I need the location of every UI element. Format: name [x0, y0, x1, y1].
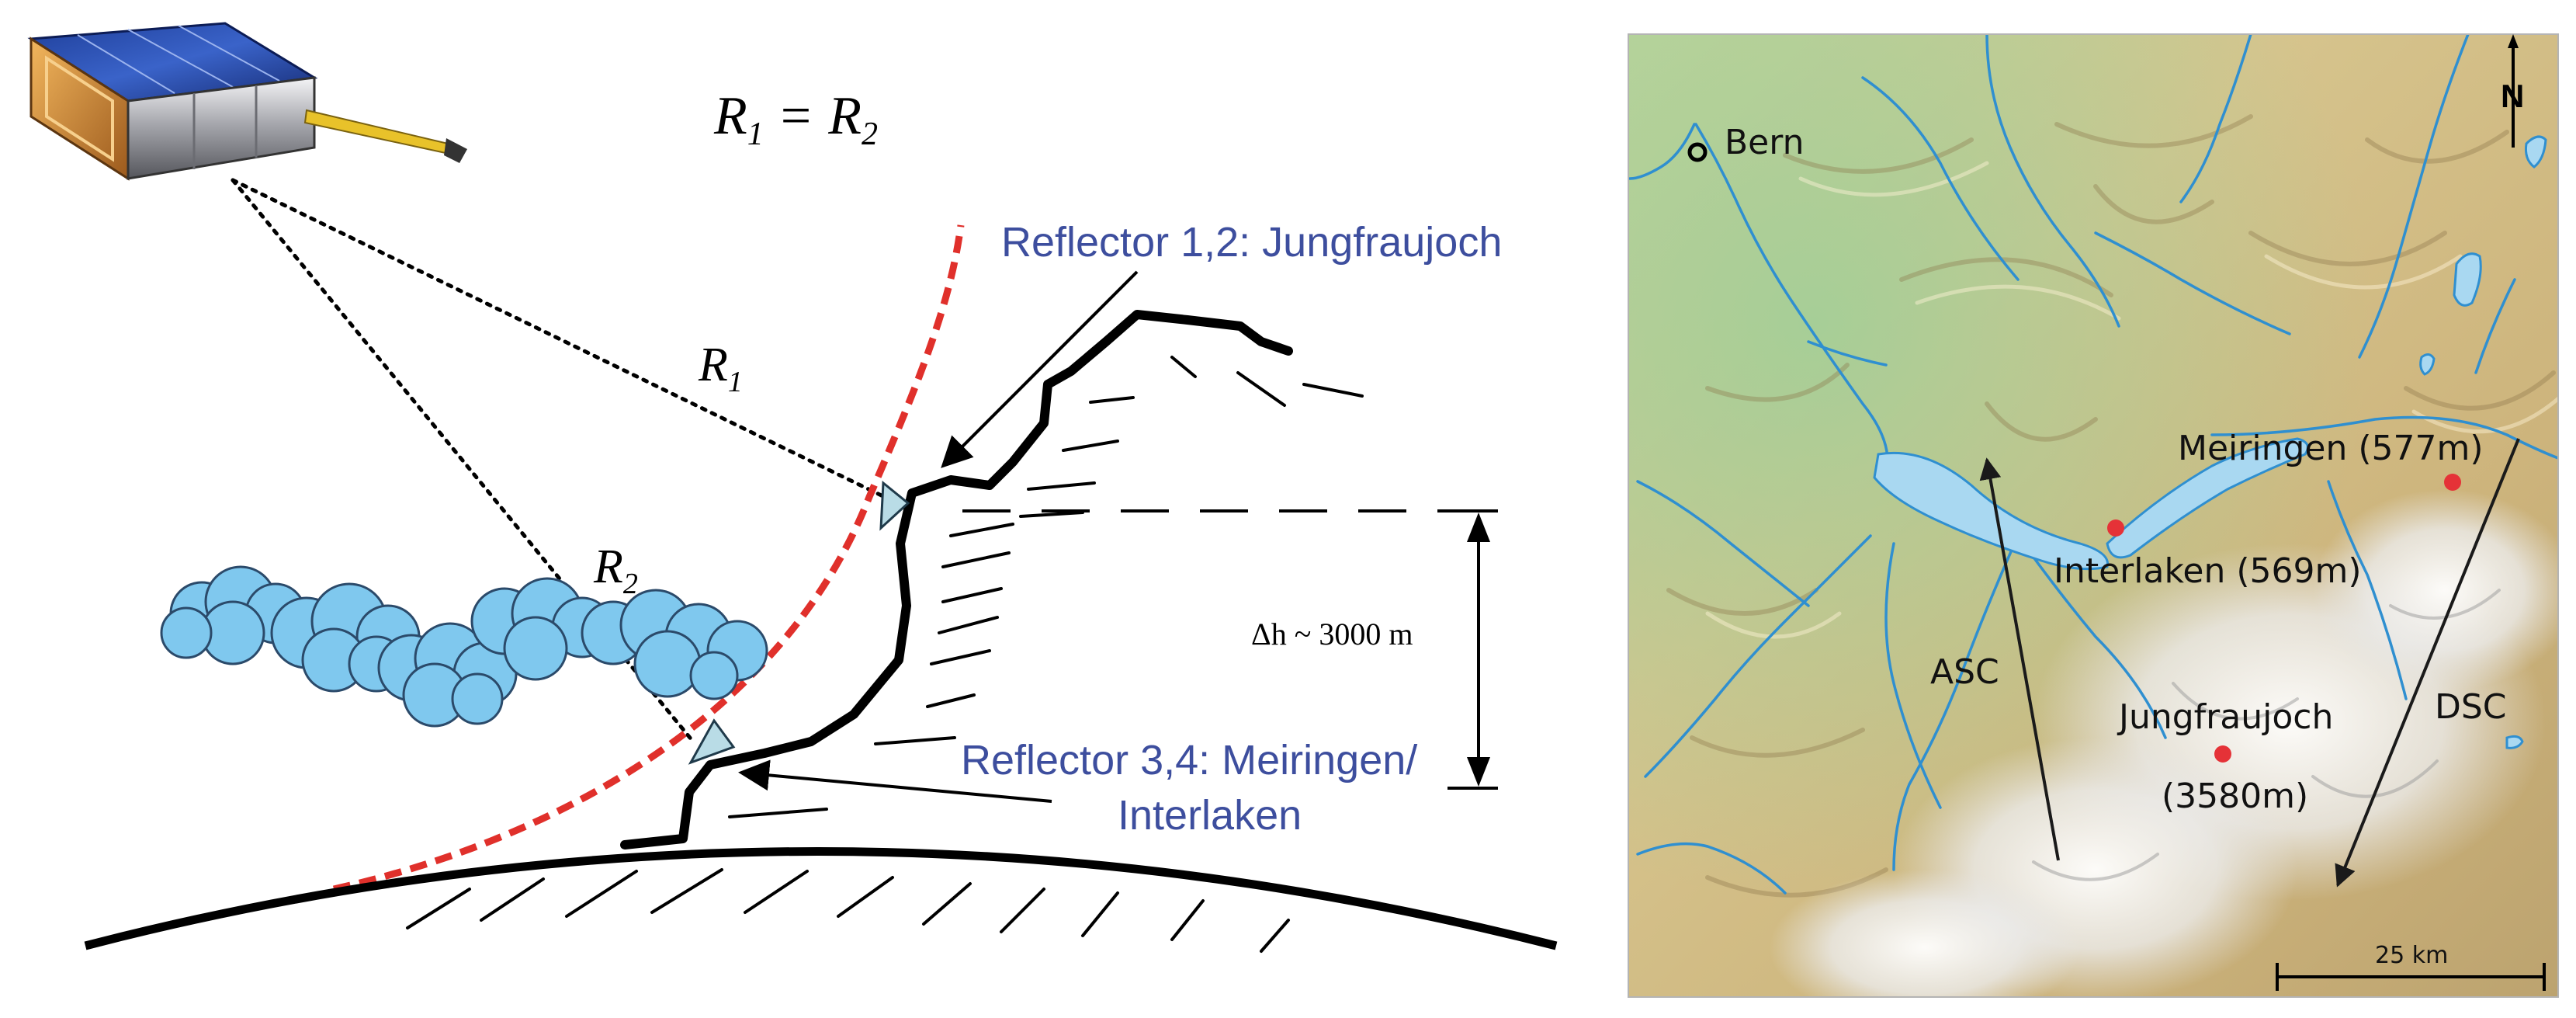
dsc-track-arrow — [2335, 438, 2520, 888]
scale-bar: 25 km — [2276, 942, 2546, 991]
reflector-top-label: Reflector 1,2: Jungfraujoch — [1001, 219, 1502, 266]
lake-southeast — [2505, 735, 2524, 749]
clouds — [160, 565, 768, 728]
ground-hatching — [406, 868, 1290, 953]
range-line-2 — [231, 178, 695, 744]
lake-northeast-small — [2419, 353, 2436, 376]
lake-east — [2525, 135, 2547, 169]
interlaken-label: Interlaken (569m) — [2054, 551, 2362, 591]
wavefront-curve — [333, 224, 965, 893]
cloud — [581, 589, 768, 700]
north-label: N — [2501, 78, 2524, 114]
pointer-arrow-bottom — [738, 759, 1052, 803]
dsc-label: DSC — [2435, 687, 2507, 727]
lake-northeast — [2453, 252, 2482, 307]
jungfraujoch-label-line1: Jungfraujoch — [2117, 697, 2333, 737]
hillshade — [1666, 114, 2556, 898]
reflector-bottom-label-line2: Interlaken — [1118, 792, 1302, 839]
range-label-r1: R1 — [698, 339, 743, 398]
north-arrow-icon: N — [2501, 34, 2524, 148]
reflector-bottom-label-line1: Reflector 3,4: Meiringen/ — [961, 737, 1417, 783]
jungfraujoch-label-line2: (3580m) — [2162, 777, 2308, 816]
diagram-panel: R1=R2 R1 R2 — [16, 16, 1558, 953]
lake-brienz — [2106, 437, 2309, 559]
meiringen-point — [2444, 474, 2461, 491]
jungfraujoch-point — [2214, 745, 2231, 763]
interlaken-point — [2107, 519, 2124, 537]
mountain-profile — [620, 310, 1293, 849]
asc-track-arrow — [1979, 457, 2060, 861]
pointer-arrow-top — [941, 270, 1139, 468]
reflector-jungfraujoch-icon — [879, 480, 910, 531]
lake-thun — [1873, 451, 2110, 571]
equation-range-equal: R1=R2 — [713, 86, 878, 152]
rivers — [1628, 34, 2558, 895]
earth-surface-curve — [84, 847, 1558, 950]
range-line-1 — [231, 178, 895, 503]
mountain-hatching — [728, 356, 1364, 818]
range-label-r2: R2 — [593, 540, 638, 600]
reflector-meiringen-icon — [688, 718, 736, 765]
scale-label: 25 km — [2375, 942, 2448, 969]
bern-marker — [1687, 142, 1708, 162]
asc-label: ASC — [1930, 652, 1999, 692]
relief-map: N Bern Meiringen (577m) Interlaken (569m… — [1628, 33, 2559, 998]
cloud — [377, 622, 518, 728]
bern-label: Bern — [1725, 123, 1804, 162]
satellite-icon — [16, 16, 473, 194]
snow-area — [1770, 489, 2558, 997]
meiringen-label: Meiringen (577m) — [2178, 429, 2484, 468]
height-difference-label: Δh ~ 3000 m — [1251, 617, 1413, 651]
height-difference-arrow — [1467, 512, 1490, 787]
